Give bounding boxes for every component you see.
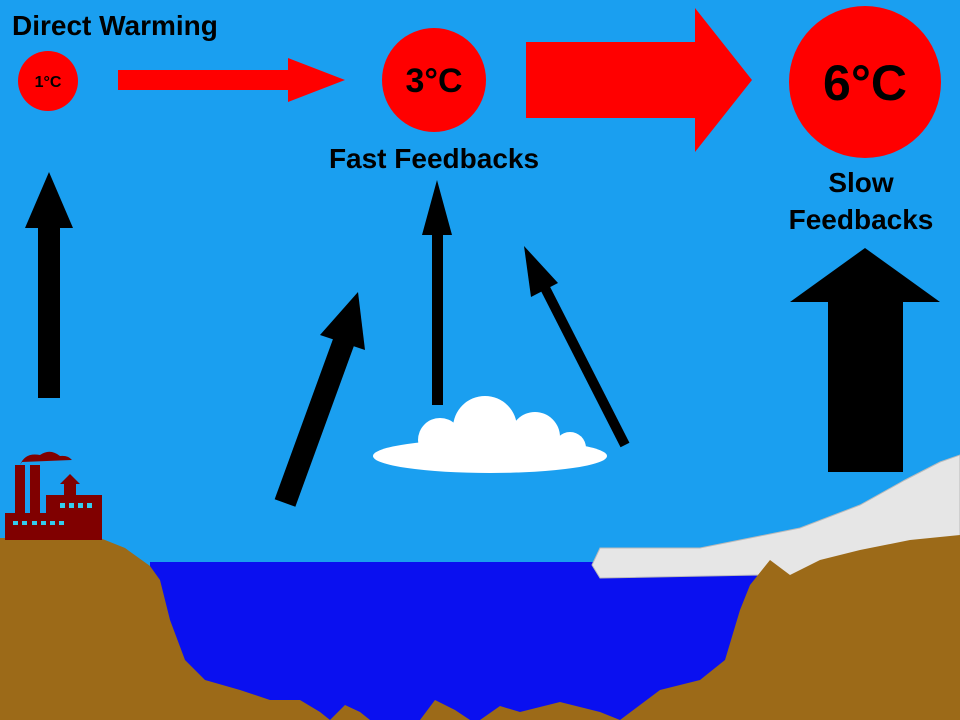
cloud-icon (373, 396, 607, 473)
right-landmass (620, 535, 960, 720)
black-arrow-direct (25, 172, 73, 398)
left-landmass (0, 538, 330, 720)
circle-3c (382, 28, 486, 132)
seabed (330, 700, 620, 720)
circle-6c (789, 6, 941, 158)
slow-feedbacks-label-line1: Slow (828, 167, 894, 198)
factory-windows (13, 503, 92, 525)
factory-icon (5, 451, 102, 540)
black-arrow-slow (790, 248, 940, 472)
circle-3c-label: 3°C (405, 62, 462, 100)
black-arrow-diagonal-right (524, 246, 630, 448)
ocean (150, 562, 760, 720)
slow-feedbacks-label-line2: Feedbacks (789, 204, 934, 235)
red-arrow-small (118, 58, 345, 102)
red-arrow-large (526, 8, 752, 152)
direct-warming-label: Direct Warming (12, 10, 218, 41)
fast-feedbacks-label: Fast Feedbacks (329, 143, 539, 174)
circle-1c (18, 51, 78, 111)
circle-1c-label: 1°C (35, 74, 62, 91)
circle-6c-label: 6°C (823, 55, 907, 111)
black-arrow-cloud (422, 180, 452, 405)
black-arrow-ocean (274, 292, 365, 507)
